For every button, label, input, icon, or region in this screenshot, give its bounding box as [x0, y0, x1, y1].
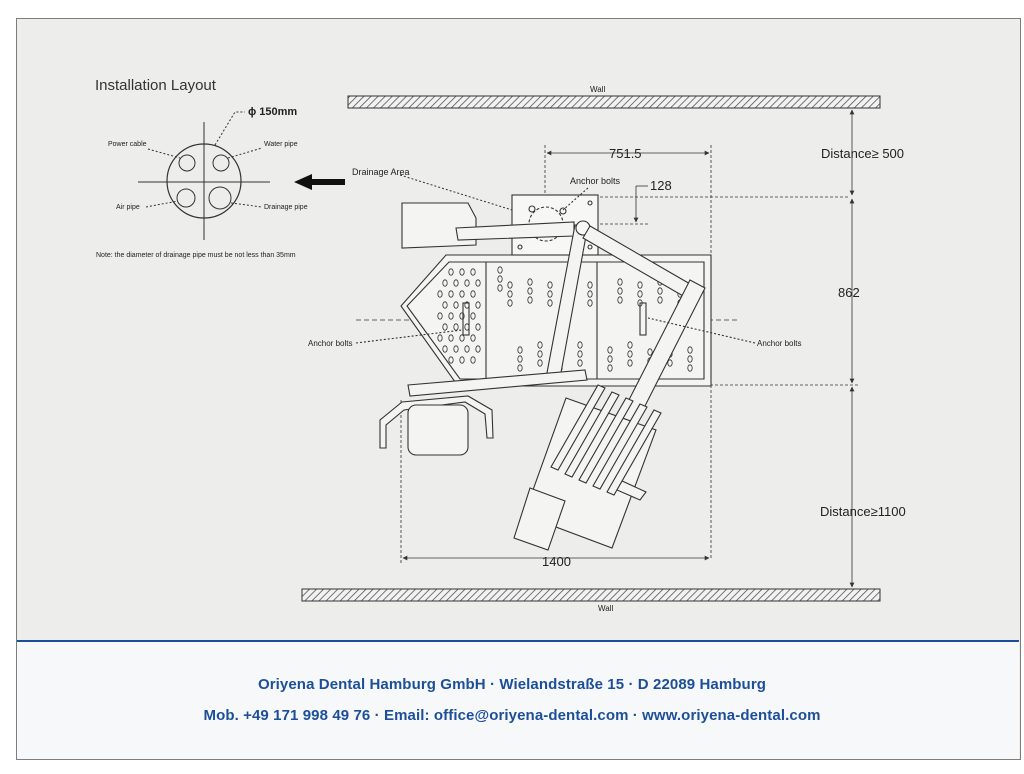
- pipe-legend: Installation Layout ϕ 150mm Power cable …: [95, 77, 308, 259]
- pipe-opening-circle: [166, 143, 242, 219]
- legend-title: Installation Layout: [95, 77, 217, 94]
- wall-bottom-label: Wall: [598, 604, 613, 613]
- diameter-leader: [214, 111, 245, 146]
- distance-bottom-label: Distance≥1100: [820, 504, 906, 519]
- drainage-note: Note: the diameter of drainage pipe must…: [96, 252, 296, 259]
- air-pipe-label: Air pipe: [116, 204, 140, 211]
- drainage-arrow: Drainage Area: [294, 167, 513, 211]
- power-cable-leader: [147, 148, 181, 159]
- drainage-area-label: Drainage Area: [352, 167, 410, 177]
- wall-top-label: Wall: [590, 85, 605, 94]
- water-pipe-label: Water pipe: [264, 141, 298, 148]
- footer-contact-line: Mob. +49 171 998 49 76 · Email: office@o…: [203, 707, 821, 724]
- dimension-1400: 1400: [542, 554, 571, 569]
- anchor-bolts-top-label: Anchor bolts: [570, 176, 621, 186]
- anchor-bolts-right-label: Anchor bolts: [757, 339, 801, 348]
- dentist-stool-seat: [407, 404, 469, 456]
- handpieces: [550, 384, 662, 496]
- wall-top: [347, 95, 881, 109]
- footer-band: [17, 640, 1019, 759]
- dimension-862: 862: [838, 285, 860, 300]
- drainage-pipe-hole: [208, 186, 232, 210]
- drainage-pipe-leader: [230, 202, 263, 208]
- dental-unit-plan: Anchor bolts Anchor bolts Anchor bolts: [308, 176, 801, 551]
- air-pipe-hole: [176, 188, 196, 208]
- dimension-751-5: 751.5: [609, 146, 642, 161]
- air-pipe-leader: [145, 200, 179, 208]
- dentist-stool-arm: [379, 395, 494, 449]
- water-pipe-leader: [227, 147, 263, 159]
- power-cable-hole: [178, 154, 196, 172]
- base-plate: [400, 254, 712, 387]
- walls: Wall Wall: [301, 85, 881, 613]
- power-cable-label: Power cable: [108, 141, 147, 148]
- dimension-128: 128: [650, 178, 672, 193]
- anchor-bolts-left-label: Anchor bolts: [308, 339, 352, 348]
- footer-company-line: Oriyena Dental Hamburg GmbH · Wielandstr…: [257, 676, 767, 693]
- pipe-diameter-label: ϕ 150mm: [248, 106, 297, 118]
- assistant-tray: [401, 202, 477, 249]
- dimension-texts: 751.5 128 Distance≥ 500 862 Distance≥110…: [542, 146, 906, 569]
- drainage-pipe-label: Drainage pipe: [264, 204, 308, 211]
- wall-bottom: [301, 588, 881, 602]
- distance-top-label: Distance≥ 500: [821, 146, 904, 161]
- water-pipe-hole: [212, 154, 230, 172]
